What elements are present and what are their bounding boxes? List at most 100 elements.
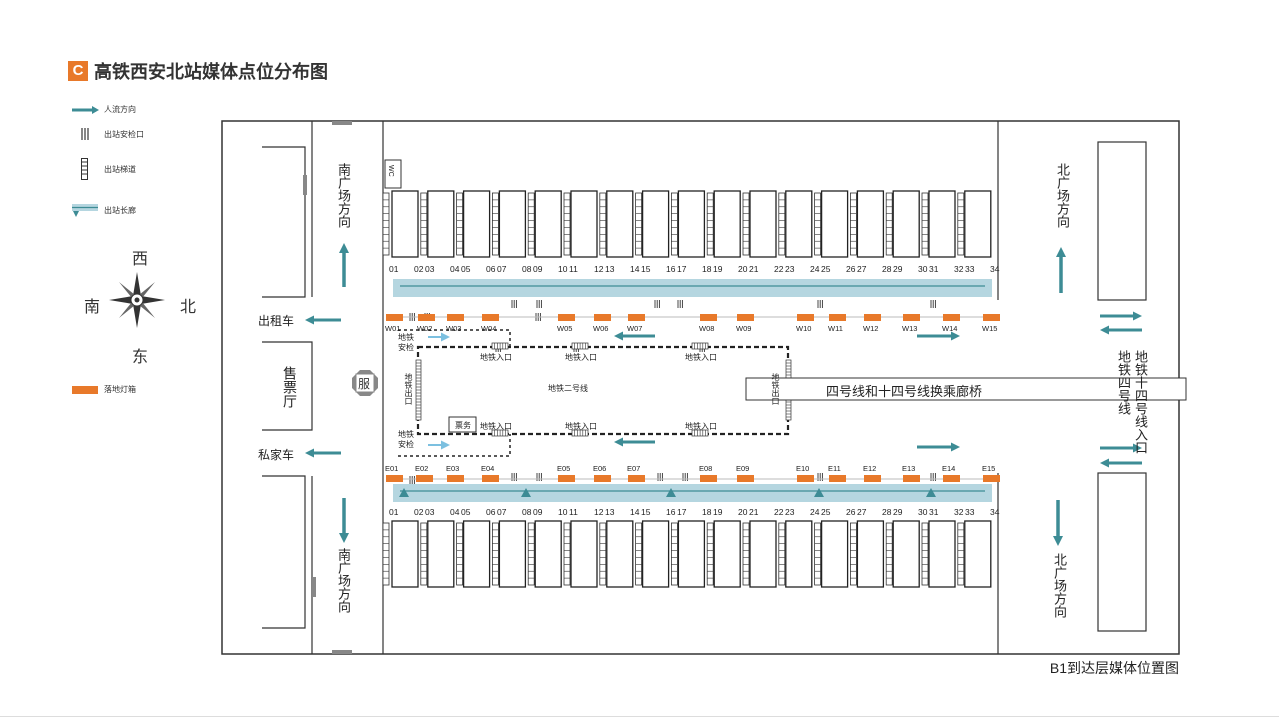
media-point-w: W01 — [385, 324, 401, 333]
stairway-icon — [850, 522, 857, 586]
transfer-bridge-label: 四号线和十四号线换乘廊桥 — [826, 384, 983, 399]
media-point-e: E10 — [796, 464, 810, 473]
platform-number: 05 — [461, 507, 471, 517]
lightbox-icon — [628, 475, 645, 482]
lightbox-icon — [594, 314, 611, 321]
platform-stair-block — [391, 190, 419, 258]
flow-arrow-icon — [66, 105, 104, 115]
media-point-e: E09 — [736, 464, 750, 473]
platform-number: 21 — [749, 507, 759, 517]
platform-number: 07 — [497, 264, 507, 274]
compass-east: 东 — [132, 349, 149, 366]
platform-number: 08 — [522, 264, 532, 274]
stairway-icon — [456, 192, 464, 256]
taxi-label: 出租车 — [258, 314, 295, 328]
stairway-icon — [742, 192, 750, 256]
lightbox-icon — [829, 314, 846, 321]
platform-stair-block — [785, 190, 813, 258]
ticket-service-box — [448, 416, 477, 433]
platform-stair-block — [928, 520, 956, 588]
media-point-e: E11 — [828, 464, 841, 473]
metro-entrance-label: 地铁入口 — [565, 353, 597, 362]
lightbox-icon — [558, 314, 575, 321]
platform-stair-block — [606, 520, 634, 588]
media-point-e: E15 — [982, 464, 996, 473]
metro-line4-label: 地铁四号线 — [1116, 350, 1131, 415]
section-badge: C — [68, 61, 88, 81]
platform-number: 29 — [893, 264, 903, 274]
platform-number: 11 — [569, 507, 578, 517]
media-point-e: E04 — [481, 464, 495, 473]
lightbox-icon — [737, 475, 754, 482]
platform-number: 21 — [749, 264, 759, 274]
platform-stair-block — [391, 520, 419, 588]
platform-number: 02 — [414, 264, 424, 274]
legend-item-gate: 出站安检口 — [66, 128, 144, 140]
metro-line2-area — [416, 345, 790, 436]
platform-number: 30 — [918, 264, 928, 274]
platform-stair-block — [534, 520, 562, 588]
corridor-access-icon — [666, 488, 676, 497]
lightbox-icon — [903, 475, 920, 482]
stairway-icon — [563, 192, 571, 256]
ticket-hall-box — [262, 341, 313, 431]
platform-number: 24 — [810, 264, 820, 274]
platform-number: 31 — [929, 264, 939, 274]
lightbox-icon — [864, 475, 881, 482]
platform-number: 15 — [641, 507, 651, 517]
lightbox-icon — [700, 314, 717, 321]
compass: 西 南 北 东 — [82, 245, 202, 366]
platform-number: 03 — [425, 264, 435, 274]
platform-number: 15 — [641, 264, 651, 274]
media-point-e: E12 — [863, 464, 877, 473]
platform-stair-block — [570, 520, 598, 588]
media-point-w: W02 — [417, 324, 433, 333]
ticket-service-label: 票务 — [455, 421, 471, 430]
platform-stair-block — [427, 520, 455, 588]
south-square-direction: 南广场方向 — [336, 163, 351, 228]
media-point-w: W14 — [942, 324, 958, 333]
legend-label: 人流方向 — [104, 105, 136, 114]
platform-number: 24 — [810, 507, 820, 517]
metro-security-label: 地铁安检 — [398, 430, 414, 449]
south-square-direction: 南广场方向 — [336, 548, 351, 613]
platform-number: 19 — [713, 264, 723, 274]
stairway-icon — [957, 522, 965, 586]
media-point-w: W04 — [481, 324, 497, 333]
media-point-e: E14 — [942, 464, 956, 473]
legend-item-lightbox: 落地灯箱 — [66, 384, 136, 395]
platform-number: 13 — [605, 264, 615, 274]
platform-stair-block — [570, 190, 598, 258]
platform-number: 33 — [965, 264, 975, 274]
media-point-w: W10 — [796, 324, 812, 333]
platform-stair-block — [964, 520, 992, 588]
platform-number: 09 — [533, 264, 543, 274]
lightbox-icon — [482, 314, 499, 321]
media-point-w: W08 — [699, 324, 715, 333]
bottom-divider — [0, 716, 1279, 717]
media-point-e: E06 — [593, 464, 607, 473]
media-point-e: E13 — [902, 464, 916, 473]
platform-stair-block — [820, 190, 849, 258]
stairway-icon — [885, 192, 893, 256]
metro-entrance-label: 地铁入口 — [480, 422, 512, 431]
media-point-e: E03 — [446, 464, 460, 473]
platform-number: 14 — [630, 507, 640, 517]
platform-number: 16 — [666, 507, 676, 517]
lightbox-icon — [983, 475, 1000, 482]
platform-number: 28 — [882, 264, 892, 274]
platform-stair-block — [856, 520, 885, 588]
platform-number: 23 — [785, 264, 795, 274]
legend-label: 出站长廊 — [104, 205, 136, 215]
platform-number: 33 — [965, 507, 975, 517]
corridor-access-icon — [814, 488, 824, 497]
transfer-bridge — [745, 377, 1187, 401]
platform-number: 06 — [486, 507, 496, 517]
metro-entrance-label: 地铁入口 — [565, 422, 597, 431]
platform-stair-block — [964, 190, 992, 258]
platform-stair-block — [677, 190, 706, 258]
title-text: 高铁西安北站媒体点位分布图 — [94, 62, 328, 82]
platform-number: 13 — [605, 507, 615, 517]
private-car-label: 私家车 — [258, 448, 295, 462]
platform-number: 28 — [882, 507, 892, 517]
